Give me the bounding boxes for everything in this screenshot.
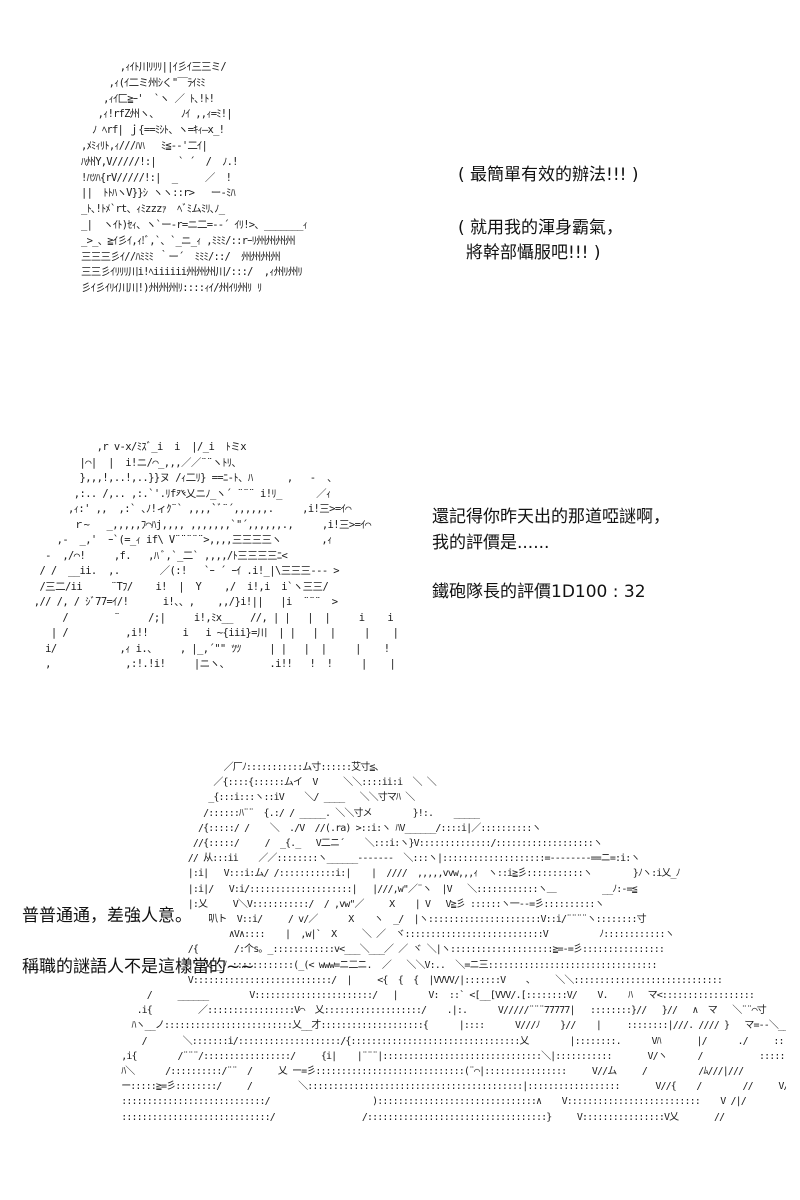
ascii-art-character-3: ／厂ﾉ:::::::::::ム寸::::::艾寸≦、 ／{::::{::::::… xyxy=(121,762,786,1123)
dialogue-line: 鐵砲隊長的評價1D100 : 32 xyxy=(432,582,646,602)
dialogue-line: 將幹部懾服吧!!! ) xyxy=(466,243,601,263)
ascii-art-character-1: ,ｨｲﾄ川ﾘﾘﾘ||ｲ彡ｲ三三ミ/ ,ｨ(ｲ二ミ州ｼく"￣ﾗｲﾐﾐ ,ｨｲ匚≧ｰ… xyxy=(81,61,308,295)
dialogue-line: ( 就用我的渾身霸氣， xyxy=(458,218,624,238)
dialogue-line: 還記得你昨天出的那道啞謎啊， xyxy=(432,507,670,527)
dialogue-line: 普普通通，差強人意。 xyxy=(22,906,192,926)
dialogue-line: 我的評價是...... xyxy=(432,533,550,553)
ascii-art-character-2: ,r v-x/ﾐｽﾞ_i i |/_i ﾄミx |⌒| | i!ニ/⌒_,,,／… xyxy=(33,441,399,670)
dialogue-line: ( 最簡單有效的辦法!!! ) xyxy=(458,165,639,185)
dialogue-line: 稱職的謎語人不是這樣當的~~ xyxy=(22,957,255,977)
